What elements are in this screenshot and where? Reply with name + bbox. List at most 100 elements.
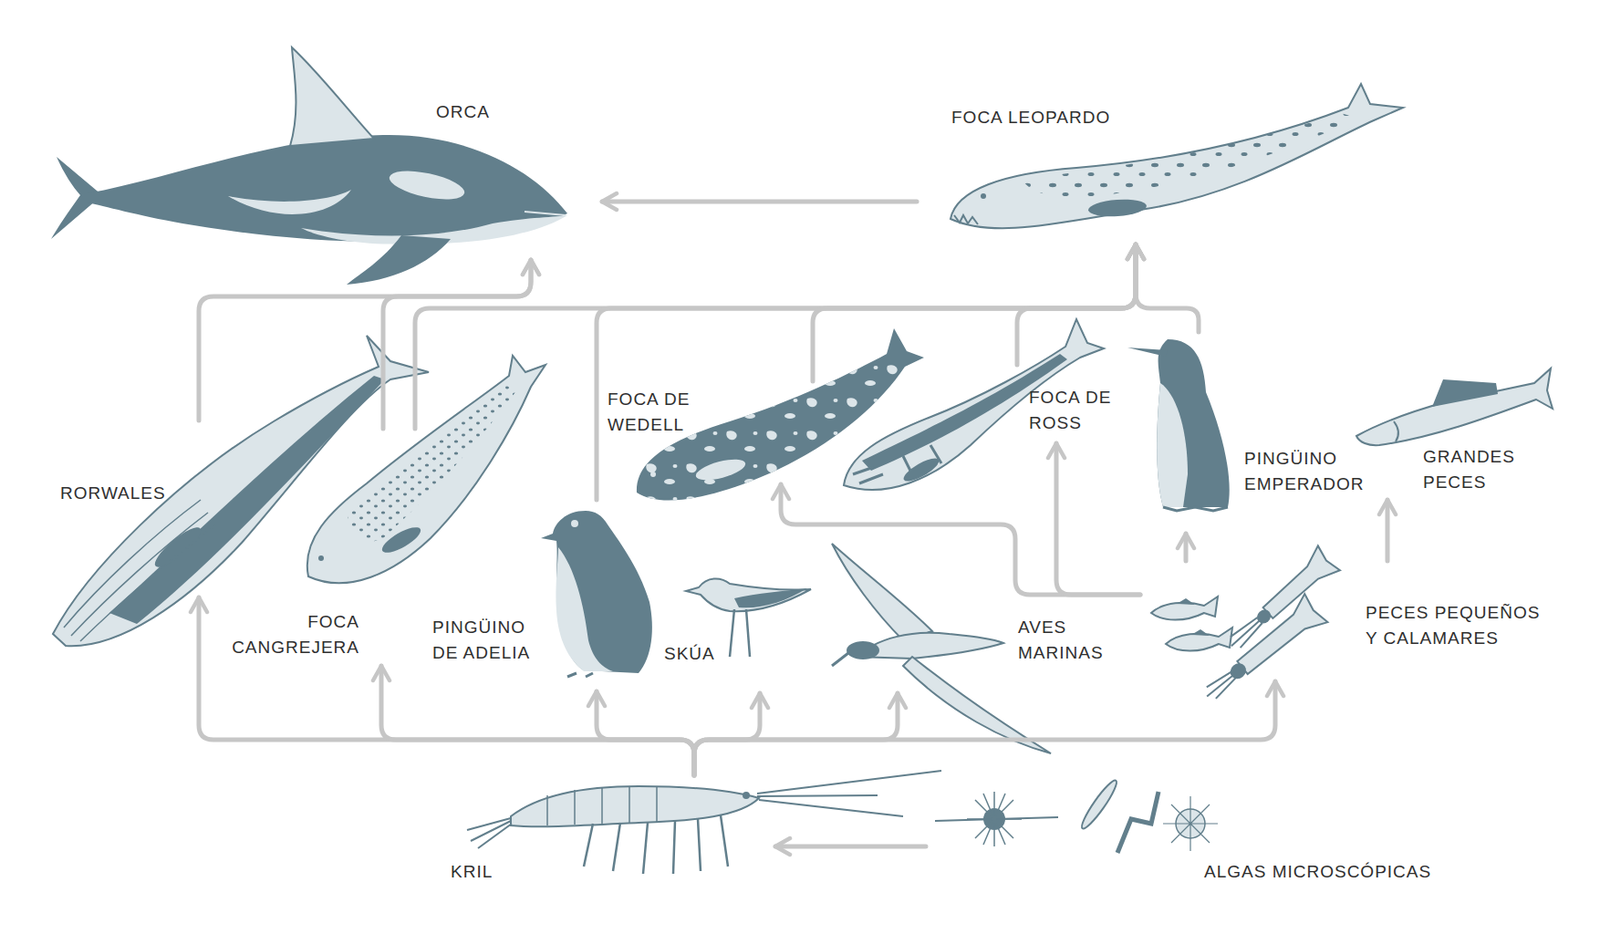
orca-figure — [290, 47, 375, 146]
seabird-figure — [857, 633, 1004, 659]
leopard-seal-figure — [950, 83, 1403, 229]
organism-node: ORCA — [51, 49, 603, 260]
food-arrow — [775, 844, 926, 850]
krill-figure — [583, 815, 728, 874]
organism-node: ALGAS MICROSCÓPICAS — [925, 784, 1451, 890]
organism-node: KRIL — [446, 775, 776, 890]
emperor-penguin-figure — [1156, 339, 1229, 508]
organism-label: FOCA LEOPARDO — [951, 104, 1125, 131]
leopard-seal-figure — [954, 215, 978, 225]
crabeater-seal-figure — [307, 355, 546, 583]
emperor-penguin-figure — [1127, 339, 1230, 511]
food-arrow — [1017, 244, 1136, 365]
organism-label: KRIL — [450, 859, 501, 885]
leopard-seal-figure — [950, 83, 1403, 229]
crabeater-seal-figure — [318, 555, 324, 562]
organism-node: FOCA DE WEDELL — [603, 381, 922, 485]
adelie-penguin-figure — [567, 673, 593, 677]
large-fish-figure — [1356, 368, 1553, 446]
food-arrow — [198, 597, 695, 776]
ross-seal-figure — [862, 353, 1068, 471]
seabird-figure — [846, 641, 880, 660]
skua-figure — [685, 578, 811, 612]
algae-figure — [966, 791, 1022, 847]
food-arrow — [694, 693, 898, 776]
seabird-figure — [831, 653, 849, 666]
small-fish-squid-figure — [1191, 629, 1210, 636]
large-fish-figure — [1432, 379, 1498, 407]
skua-figure — [734, 588, 808, 608]
food-arrow — [812, 244, 1136, 382]
food-arrow — [198, 259, 531, 421]
food-arrow — [381, 665, 695, 776]
rorqual-figure — [63, 499, 216, 642]
food-arrow — [1184, 533, 1189, 562]
adelie-penguin-figure — [571, 519, 579, 528]
organism-node: SKÚA — [647, 556, 817, 694]
orca-figure — [346, 235, 451, 285]
food-arrow — [383, 259, 531, 429]
orca-figure — [51, 47, 568, 285]
algae-figure — [1117, 791, 1159, 853]
organism-label: RORWALES — [60, 480, 175, 507]
organism-node: FOCA DE ROSS — [925, 364, 1124, 444]
organism-label: FOCA DE WEDELL — [607, 386, 708, 438]
organism-node: PECES PEQUEÑOS Y CALAMARES — [1140, 561, 1555, 682]
small-fish-squid-figure — [1195, 593, 1329, 711]
organism-label: FOCA CANGREJERA — [213, 609, 360, 661]
algae-figure — [935, 777, 1218, 853]
krill-figure — [742, 791, 750, 800]
small-fish-squid-figure — [1151, 596, 1218, 621]
small-fish-squid-figure — [1165, 627, 1233, 652]
small-fish-squid-figure — [1202, 668, 1239, 702]
organism-node: PINGÜINO EMPERADOR — [1127, 332, 1376, 534]
algae-figure — [1078, 777, 1122, 832]
food-arrow — [596, 691, 695, 776]
organism-node: PINGÜINO DE ADELIA — [428, 499, 639, 692]
orca-figure — [524, 211, 566, 216]
food-arrow — [1385, 499, 1391, 562]
leopard-seal-figure — [980, 193, 987, 199]
emperor-penguin-figure — [1156, 383, 1188, 508]
organism-node: FOCA CANGREJERA — [209, 428, 425, 666]
small-fish-squid-figure — [1165, 627, 1233, 652]
krill-figure — [547, 786, 657, 826]
krill-figure — [757, 770, 942, 817]
large-fish-figure — [1393, 421, 1399, 442]
ross-seal-figure — [900, 454, 942, 486]
leopard-seal-figure — [1087, 197, 1147, 219]
organism-node: GRANDES PECES — [1379, 369, 1560, 500]
large-fish-figure — [1356, 368, 1553, 446]
krill-figure — [467, 818, 512, 849]
crabeater-seal-figure — [378, 522, 425, 558]
skua-figure — [729, 609, 750, 657]
organism-label: PINGÜINO DE ADELIA — [432, 614, 547, 666]
organism-node: AVES MARINAS — [825, 611, 1124, 694]
emperor-penguin-figure — [1127, 347, 1168, 357]
organism-label: PINGÜINO EMPERADOR — [1244, 446, 1372, 498]
small-fish-squid-figure — [1226, 660, 1249, 683]
organism-node: RORWALES — [54, 420, 206, 598]
food-arrow — [1135, 244, 1199, 333]
organism-node: FOCA LEOPARDO — [916, 76, 1405, 245]
crabeater-seal-figure — [346, 384, 516, 542]
adelie-penguin-figure — [540, 510, 653, 677]
crabeater-seal-figure — [307, 355, 546, 583]
organism-label: ALGAS MICROSCÓPICAS — [1204, 859, 1444, 885]
algae-figure — [1163, 796, 1218, 852]
orca-figure — [386, 166, 468, 206]
organism-label: AVES MARINAS — [1018, 614, 1119, 666]
organism-label: SKÚA — [664, 641, 725, 667]
food-arrow — [1056, 443, 1141, 595]
organism-label: FOCA DE ROSS — [1028, 384, 1121, 437]
orca-figure — [228, 189, 352, 215]
weddell-seal-figure — [650, 471, 656, 478]
weddell-seal-figure — [694, 455, 749, 485]
small-fish-squid-figure — [1151, 545, 1341, 711]
food-arrow — [780, 484, 1141, 595]
krill-figure — [467, 770, 942, 874]
seabird-figure — [831, 543, 933, 641]
